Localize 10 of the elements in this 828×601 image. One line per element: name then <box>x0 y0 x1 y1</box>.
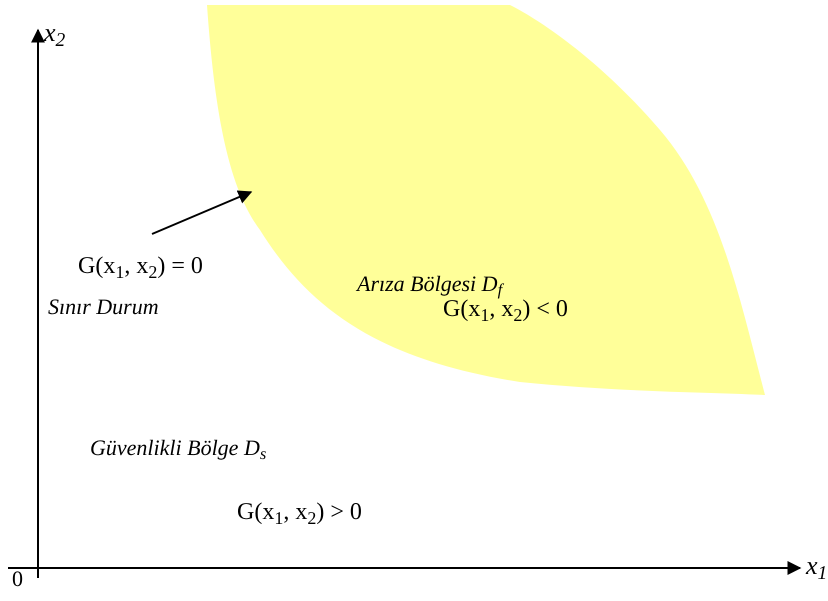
failure-region <box>205 5 767 397</box>
leader-arrow <box>152 190 252 235</box>
origin-label: 0 <box>12 566 23 591</box>
axis-label: x$_{1}$ <box>806 551 828 580</box>
region-label: Sınır Durum <box>48 294 159 319</box>
inequality-label: G(x$_{1}$, x$_{2}$) > 0 <box>237 499 362 525</box>
equation-label: G(x$_{1}$, x$_{2}$) = 0 <box>78 253 203 279</box>
region-label: Güvenlikli Bölge D$_{s}$ <box>90 435 266 460</box>
axis-label: x$_{2}$ <box>44 18 66 47</box>
region-label: Arıza Bölgesi D$_{f}$ <box>357 271 502 296</box>
